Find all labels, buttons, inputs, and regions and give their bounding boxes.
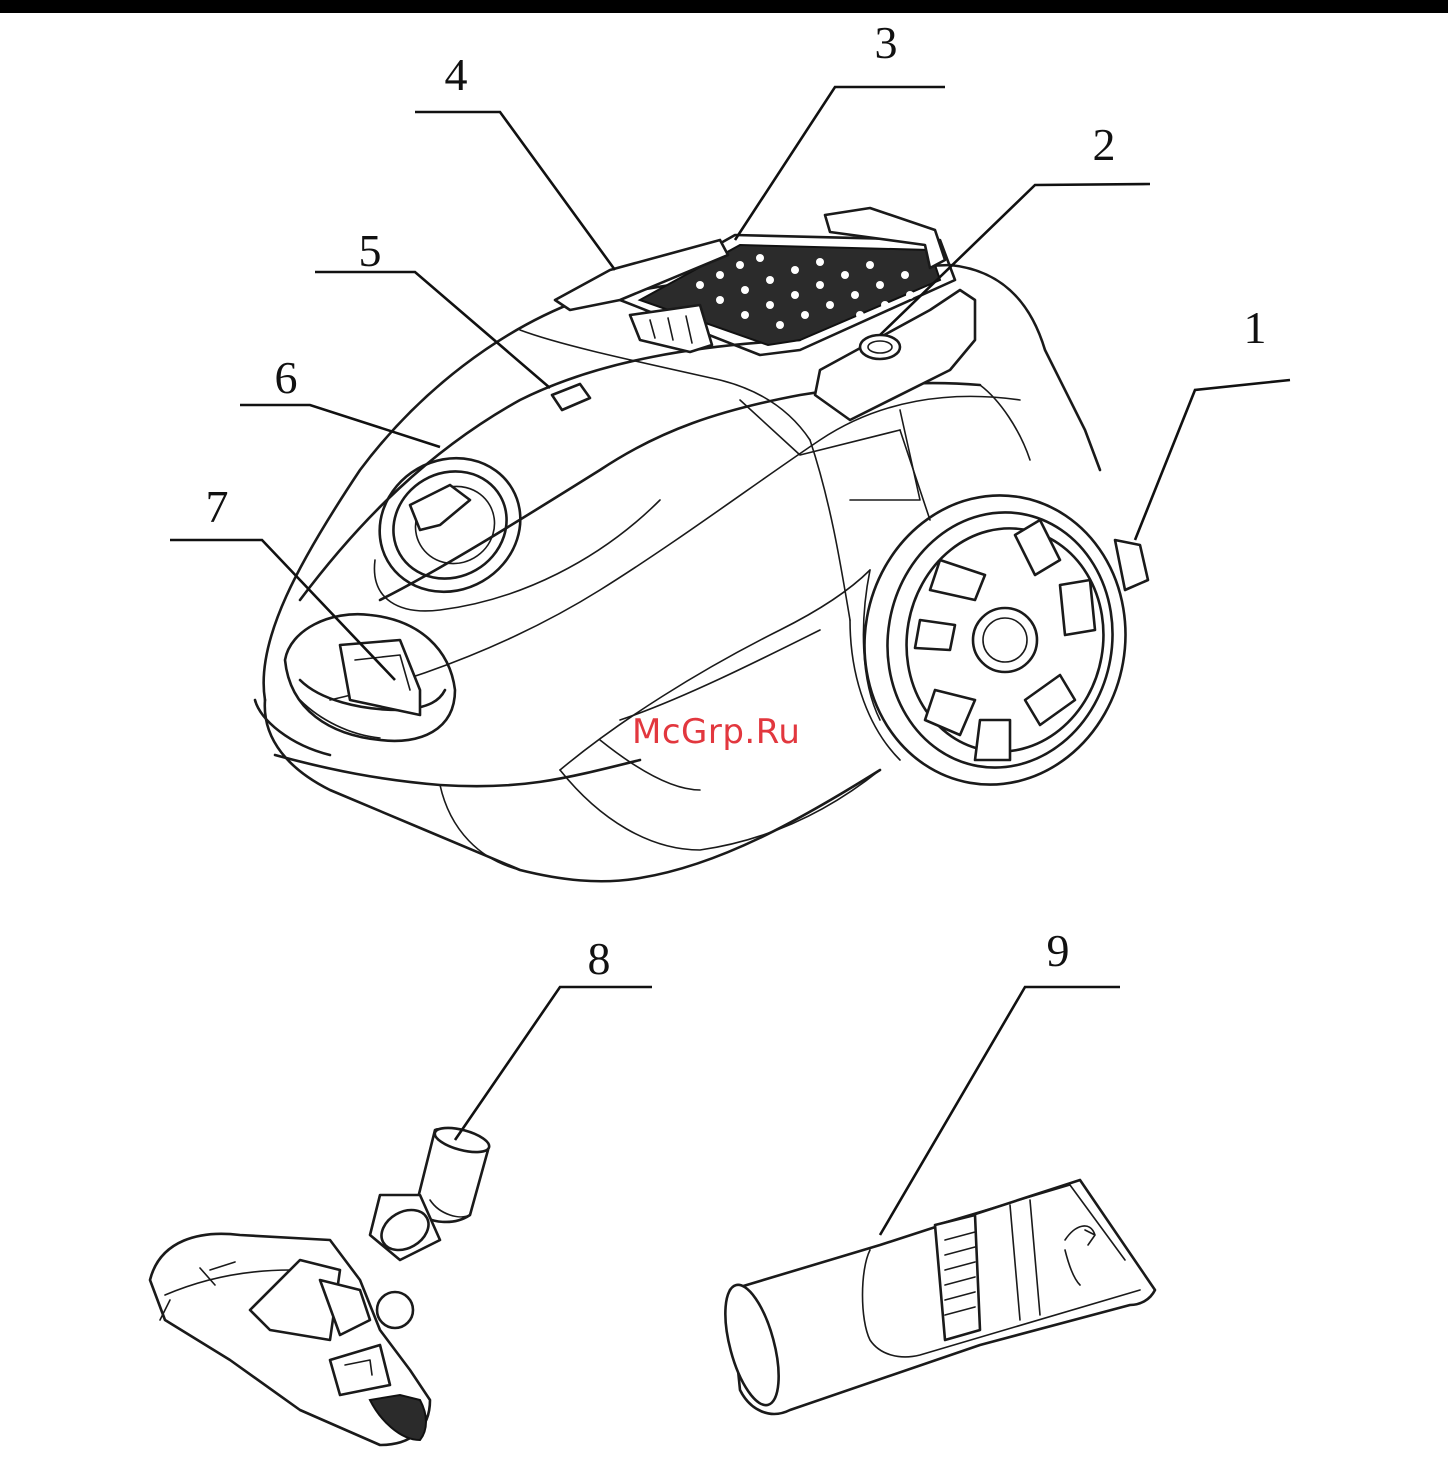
crevice-tool <box>715 1180 1155 1414</box>
dust-bag-indicator <box>552 384 590 410</box>
callout-3: 3 <box>856 20 916 66</box>
watermark: McGrp.Ru <box>632 712 800 752</box>
callout-7: 7 <box>187 484 247 530</box>
callout-4: 4 <box>426 52 486 98</box>
callout-6: 6 <box>256 355 316 401</box>
callout-1: 1 <box>1225 305 1285 351</box>
hose-inlet <box>285 614 455 741</box>
callout-9: 9 <box>1028 928 1088 974</box>
callout-2: 2 <box>1074 122 1134 168</box>
floor-brush <box>150 1123 492 1445</box>
callout-8: 8 <box>569 936 629 982</box>
wheel <box>842 475 1148 806</box>
callout-5: 5 <box>340 228 400 274</box>
